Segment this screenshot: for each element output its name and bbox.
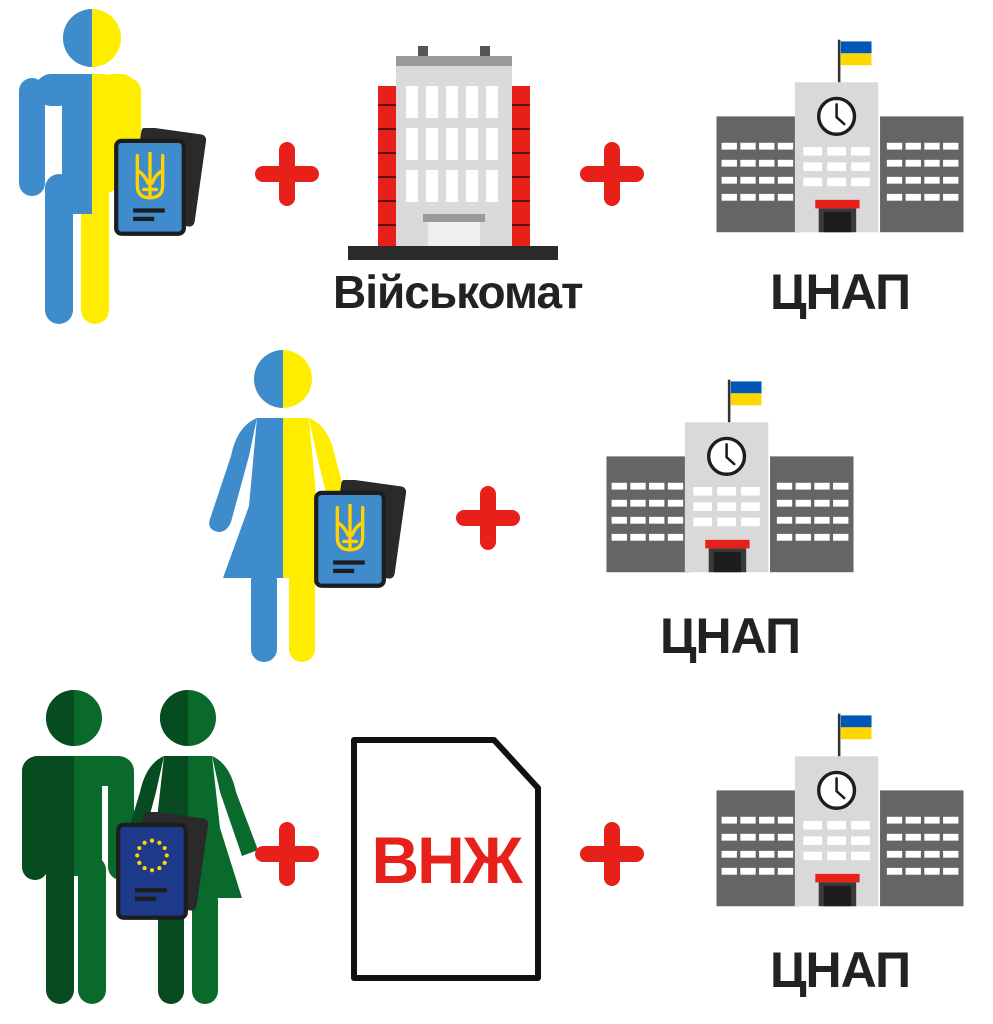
eu-passport-icon	[114, 812, 209, 920]
plus-icon	[580, 142, 644, 206]
cnap-building-icon	[585, 378, 875, 608]
plus-icon	[255, 822, 319, 886]
plus-icon	[255, 142, 319, 206]
military-office-label: Військомат	[333, 266, 584, 318]
cnap-label: ЦНАП	[769, 264, 911, 320]
residence-permit-label: ВНЖ	[371, 823, 523, 897]
cnap-label: ЦНАП	[659, 608, 801, 664]
cnap-building-icon	[695, 712, 985, 942]
residence-permit-document-icon	[351, 737, 541, 981]
ukrainian-passport-icon	[112, 128, 207, 236]
plus-icon	[456, 486, 520, 550]
row-foreigners: ВНЖ ЦНАП	[0, 670, 993, 1024]
couple-foreigners-icon	[22, 690, 258, 1004]
row-man: Військомат ЦНАП	[0, 0, 993, 330]
plus-icon	[580, 822, 644, 886]
cnap-building-icon	[695, 38, 985, 268]
ukrainian-passport-icon	[312, 480, 407, 588]
cnap-label: ЦНАП	[769, 942, 911, 998]
military-office-building-icon	[348, 44, 558, 264]
row-woman: ЦНАП	[0, 330, 993, 670]
